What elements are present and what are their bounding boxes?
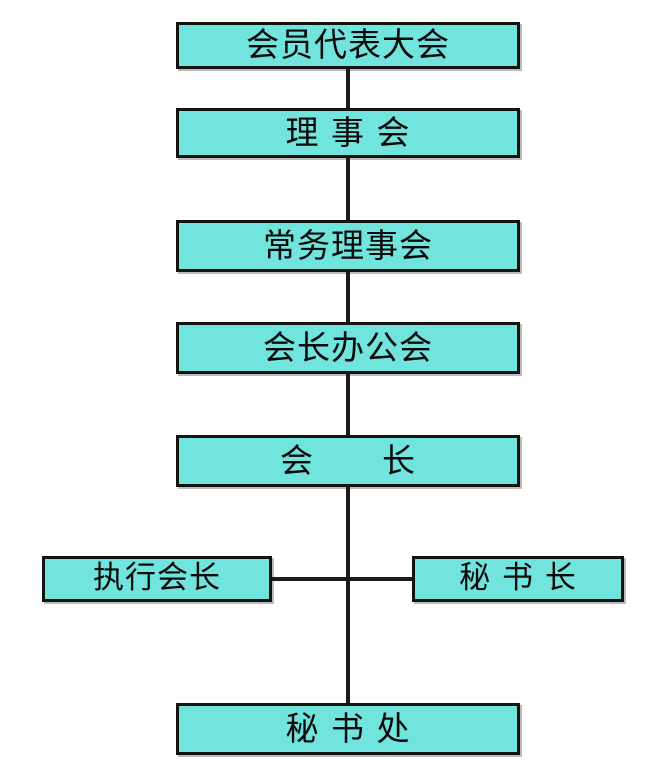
org-node-label-board-of-directors: 理 事 会 xyxy=(285,112,411,152)
connector-branch-horizontal xyxy=(272,577,412,581)
org-node-president[interactable]: 会 长 xyxy=(176,435,520,487)
org-node-label-executive-president: 执行会长 xyxy=(93,559,221,596)
org-node-label-standing-board: 常务理事会 xyxy=(263,225,433,265)
org-node-secretariat[interactable]: 秘 书 处 xyxy=(176,703,520,755)
org-node-label-secretary-general: 秘 书 长 xyxy=(459,559,577,596)
org-node-label-president: 会 长 xyxy=(280,440,416,480)
org-node-secretary-general[interactable]: 秘 书 长 xyxy=(412,556,624,602)
connector-trunk-standing-to-office xyxy=(346,272,350,322)
org-node-standing-board[interactable]: 常务理事会 xyxy=(176,220,520,272)
org-node-label-president-office: 会长办公会 xyxy=(263,327,433,367)
connector-trunk-assembly-to-board xyxy=(346,69,350,108)
org-node-label-secretariat: 秘 书 处 xyxy=(285,708,411,748)
org-node-president-office[interactable]: 会长办公会 xyxy=(176,322,520,374)
connector-trunk-board-to-standing xyxy=(346,158,350,220)
org-node-members-assembly[interactable]: 会员代表大会 xyxy=(176,22,520,69)
org-node-label-members-assembly: 会员代表大会 xyxy=(246,25,450,64)
org-node-executive-president[interactable]: 执行会长 xyxy=(42,556,272,602)
org-node-board-of-directors[interactable]: 理 事 会 xyxy=(176,108,520,158)
connector-trunk-president-to-branch xyxy=(346,487,350,578)
connector-trunk-branch-to-secretariat xyxy=(346,578,350,703)
connector-trunk-office-to-president xyxy=(346,374,350,435)
